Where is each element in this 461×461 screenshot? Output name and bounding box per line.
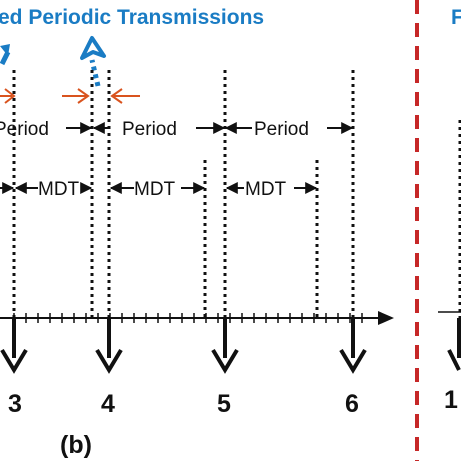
transmission-arrows [0, 318, 461, 374]
mdt-labels: MDT MDT MDT [38, 179, 287, 200]
down-arrow-icon [0, 348, 28, 374]
mdt-label: MDT [134, 179, 176, 200]
period-label: Period [0, 119, 49, 140]
event-number: 1 [444, 386, 458, 414]
diagram-title: ed Periodic Transmissions [0, 6, 264, 29]
mdt-label: MDT [245, 179, 287, 200]
mdt-label: MDT [38, 179, 80, 200]
orange-arrowhead-icon [110, 88, 123, 104]
blue-dotted-arrow [80, 36, 106, 87]
orange-arrowhead-icon [4, 88, 16, 104]
timeline-arrowhead-icon [378, 311, 394, 325]
event-number: 4 [101, 390, 115, 418]
timeline-axis [0, 311, 394, 325]
down-arrow-icon [447, 349, 461, 371]
down-arrow-icon [95, 348, 123, 374]
event-numbers: 3 4 5 6 1 [8, 386, 458, 418]
transmission-arrow-right-panel [447, 318, 461, 371]
period-label: Period [254, 119, 309, 140]
orange-arrowhead-icon [77, 88, 90, 104]
event-number: 5 [217, 390, 231, 418]
right-panel-title-fragment: F [451, 6, 461, 29]
transmission-arrow-4 [95, 318, 123, 374]
transmission-arrow-3 [0, 318, 28, 374]
transmission-arrow-5 [211, 318, 239, 374]
blue-arrowhead-left-icon [0, 44, 10, 56]
blue-dotted-arrowhead-icon [80, 36, 106, 60]
down-arrow-icon [211, 348, 239, 374]
period-boundary-lines [12, 70, 461, 318]
figure-caption: (b) [60, 431, 92, 459]
orange-arrows [0, 88, 140, 104]
period-labels: Period Period Period [0, 119, 309, 140]
event-number: 3 [8, 390, 22, 418]
period-label: Period [122, 119, 177, 140]
transmission-arrow-6 [339, 318, 367, 374]
down-arrow-icon [339, 348, 367, 374]
event-number: 6 [345, 390, 359, 418]
